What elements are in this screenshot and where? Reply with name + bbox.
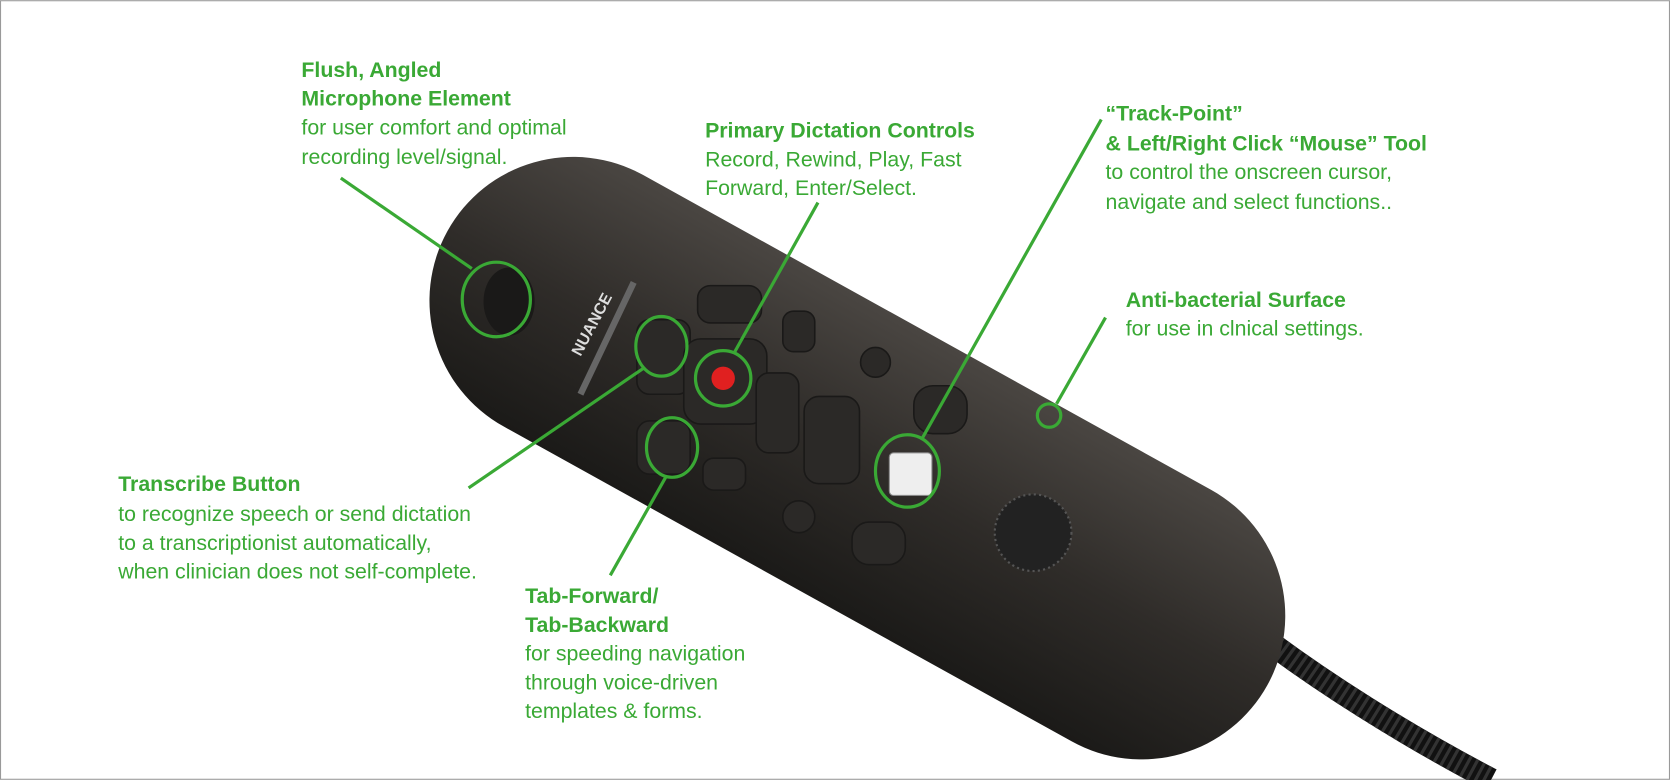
callout-line-transcribe — [467, 366, 646, 490]
speaker-holes — [993, 493, 1073, 573]
right-click-button — [913, 384, 968, 435]
callout-title: Tab-Backward — [525, 613, 669, 637]
callout-line-trackpoint — [919, 118, 1103, 441]
callout-line-antibacterial — [1055, 316, 1107, 405]
callout-body: navigate and select functions.. — [1106, 190, 1393, 214]
callout-title: Microphone Element — [301, 87, 510, 111]
callout-body: to control the onscreen cursor, — [1106, 160, 1392, 184]
callout-body: through voice-driven — [525, 670, 718, 694]
tab-forward-button — [702, 457, 747, 491]
callout-circle-antibacterial — [1035, 402, 1063, 429]
callout-line-microphone — [339, 176, 473, 270]
callout-title: Tab-Forward/ — [525, 584, 658, 608]
track-point — [888, 452, 933, 496]
enter-select-button — [803, 395, 861, 485]
callout-title: Flush, Angled — [301, 58, 441, 82]
led-strip — [577, 281, 637, 396]
callout-primary-controls: Primary Dictation Controls Record, Rewin… — [705, 119, 975, 201]
small-round-button — [859, 346, 892, 379]
callout-body: templates & forms. — [525, 699, 703, 723]
callout-body: for user comfort and optimal — [301, 115, 566, 139]
callout-microphone: Flush, Angled Microphone Element for use… — [301, 58, 566, 169]
fast-forward-button — [696, 284, 763, 324]
callout-body: recording level/signal. — [301, 145, 507, 169]
callout-circle-trackpoint — [873, 433, 941, 509]
callout-circle-microphone — [460, 260, 532, 339]
record-dot-icon — [711, 366, 735, 390]
callout-body: to a transcriptionist automatically, — [118, 531, 431, 555]
play-stop-button — [755, 372, 800, 454]
left-click-button — [851, 521, 907, 566]
callout-body: Forward, Enter/Select. — [705, 176, 917, 200]
callout-circle-primary — [693, 348, 753, 408]
callout-trackpoint: “Track-Point” & Left/Right Click “Mouse”… — [1106, 102, 1427, 214]
callout-body: for use in clnical settings. — [1126, 317, 1364, 341]
callout-body: Record, Rewind, Play, Fast — [705, 147, 962, 171]
callout-tab: Tab-Forward/ Tab-Backward for speeding n… — [525, 584, 745, 723]
callout-title: & Left/Right Click “Mouse” Tool — [1106, 131, 1427, 155]
callout-line-tab — [608, 476, 668, 577]
callout-transcribe: Transcribe Button to recognize speech or… — [117, 472, 477, 583]
callout-body: for speeding navigation — [525, 642, 745, 666]
callout-title: Primary Dictation Controls — [705, 119, 975, 143]
callout-antibacterial: Anti-bacterial Surface for use in clnica… — [1126, 288, 1364, 341]
callout-line-primary — [733, 201, 820, 353]
skip-button — [782, 310, 816, 353]
callout-body: to recognize speech or send dictation — [118, 502, 471, 526]
callout-circle-transcribe — [634, 314, 689, 378]
cable-ribbing — [1244, 619, 1497, 780]
callout-title: “Track-Point” — [1106, 102, 1243, 126]
callout-circle-tab — [644, 416, 700, 479]
microphone-element — [483, 267, 535, 336]
callout-title: Anti-bacterial Surface — [1126, 288, 1346, 312]
small-round-button — [782, 499, 816, 534]
speaker-grille — [994, 494, 1072, 572]
callout-title: Transcribe Button — [118, 472, 300, 496]
callout-body: when clinician does not self-complete. — [117, 560, 477, 584]
